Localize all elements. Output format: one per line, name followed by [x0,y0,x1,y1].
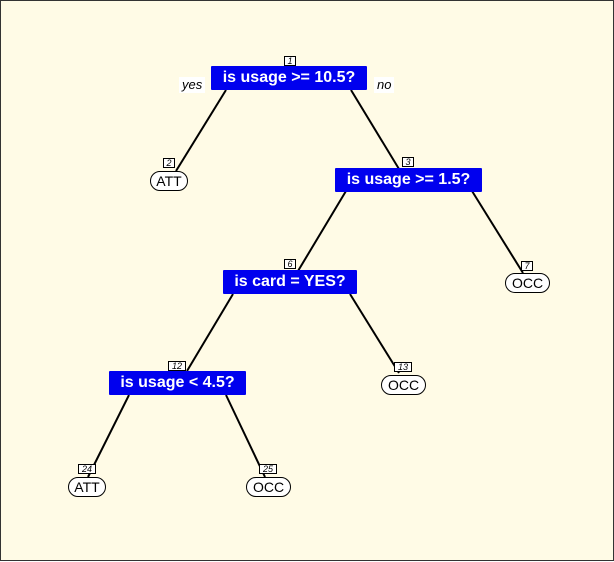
split-node-1: is usage >= 10.5? [211,66,367,90]
node-number-6: 6 [284,259,296,269]
leaf-node-24: ATT [68,477,106,497]
split-node-12: is usage < 4.5? [109,371,246,395]
edge-1-3 [350,89,400,170]
leaf-node-7: OCC [505,273,550,293]
node-number-25: 25 [259,464,277,474]
node-number-24: 24 [78,464,96,474]
node-number-12: 12 [168,361,186,371]
node-number-2: 2 [163,158,175,168]
edge-6-13 [349,293,400,374]
split-node-6: is card = YES? [223,270,357,294]
branch-label-no: no [374,77,395,93]
edge-3-6 [297,190,347,272]
leaf-node-2: ATT [150,171,188,191]
node-number-3: 3 [402,157,414,167]
edge-12-24 [87,394,130,478]
edge-1-2 [175,89,227,172]
branch-label-yes: yes [179,77,206,93]
leaf-node-13: OCC [381,375,426,395]
node-number-13: 13 [394,362,412,372]
node-number-1: 1 [284,56,296,66]
edge-3-7 [471,190,524,274]
leaf-node-25: OCC [246,477,291,497]
node-number-7: 7 [521,261,533,271]
split-node-3: is usage >= 1.5? [335,168,482,192]
edge-12-25 [225,394,266,478]
edge-6-12 [186,293,234,372]
